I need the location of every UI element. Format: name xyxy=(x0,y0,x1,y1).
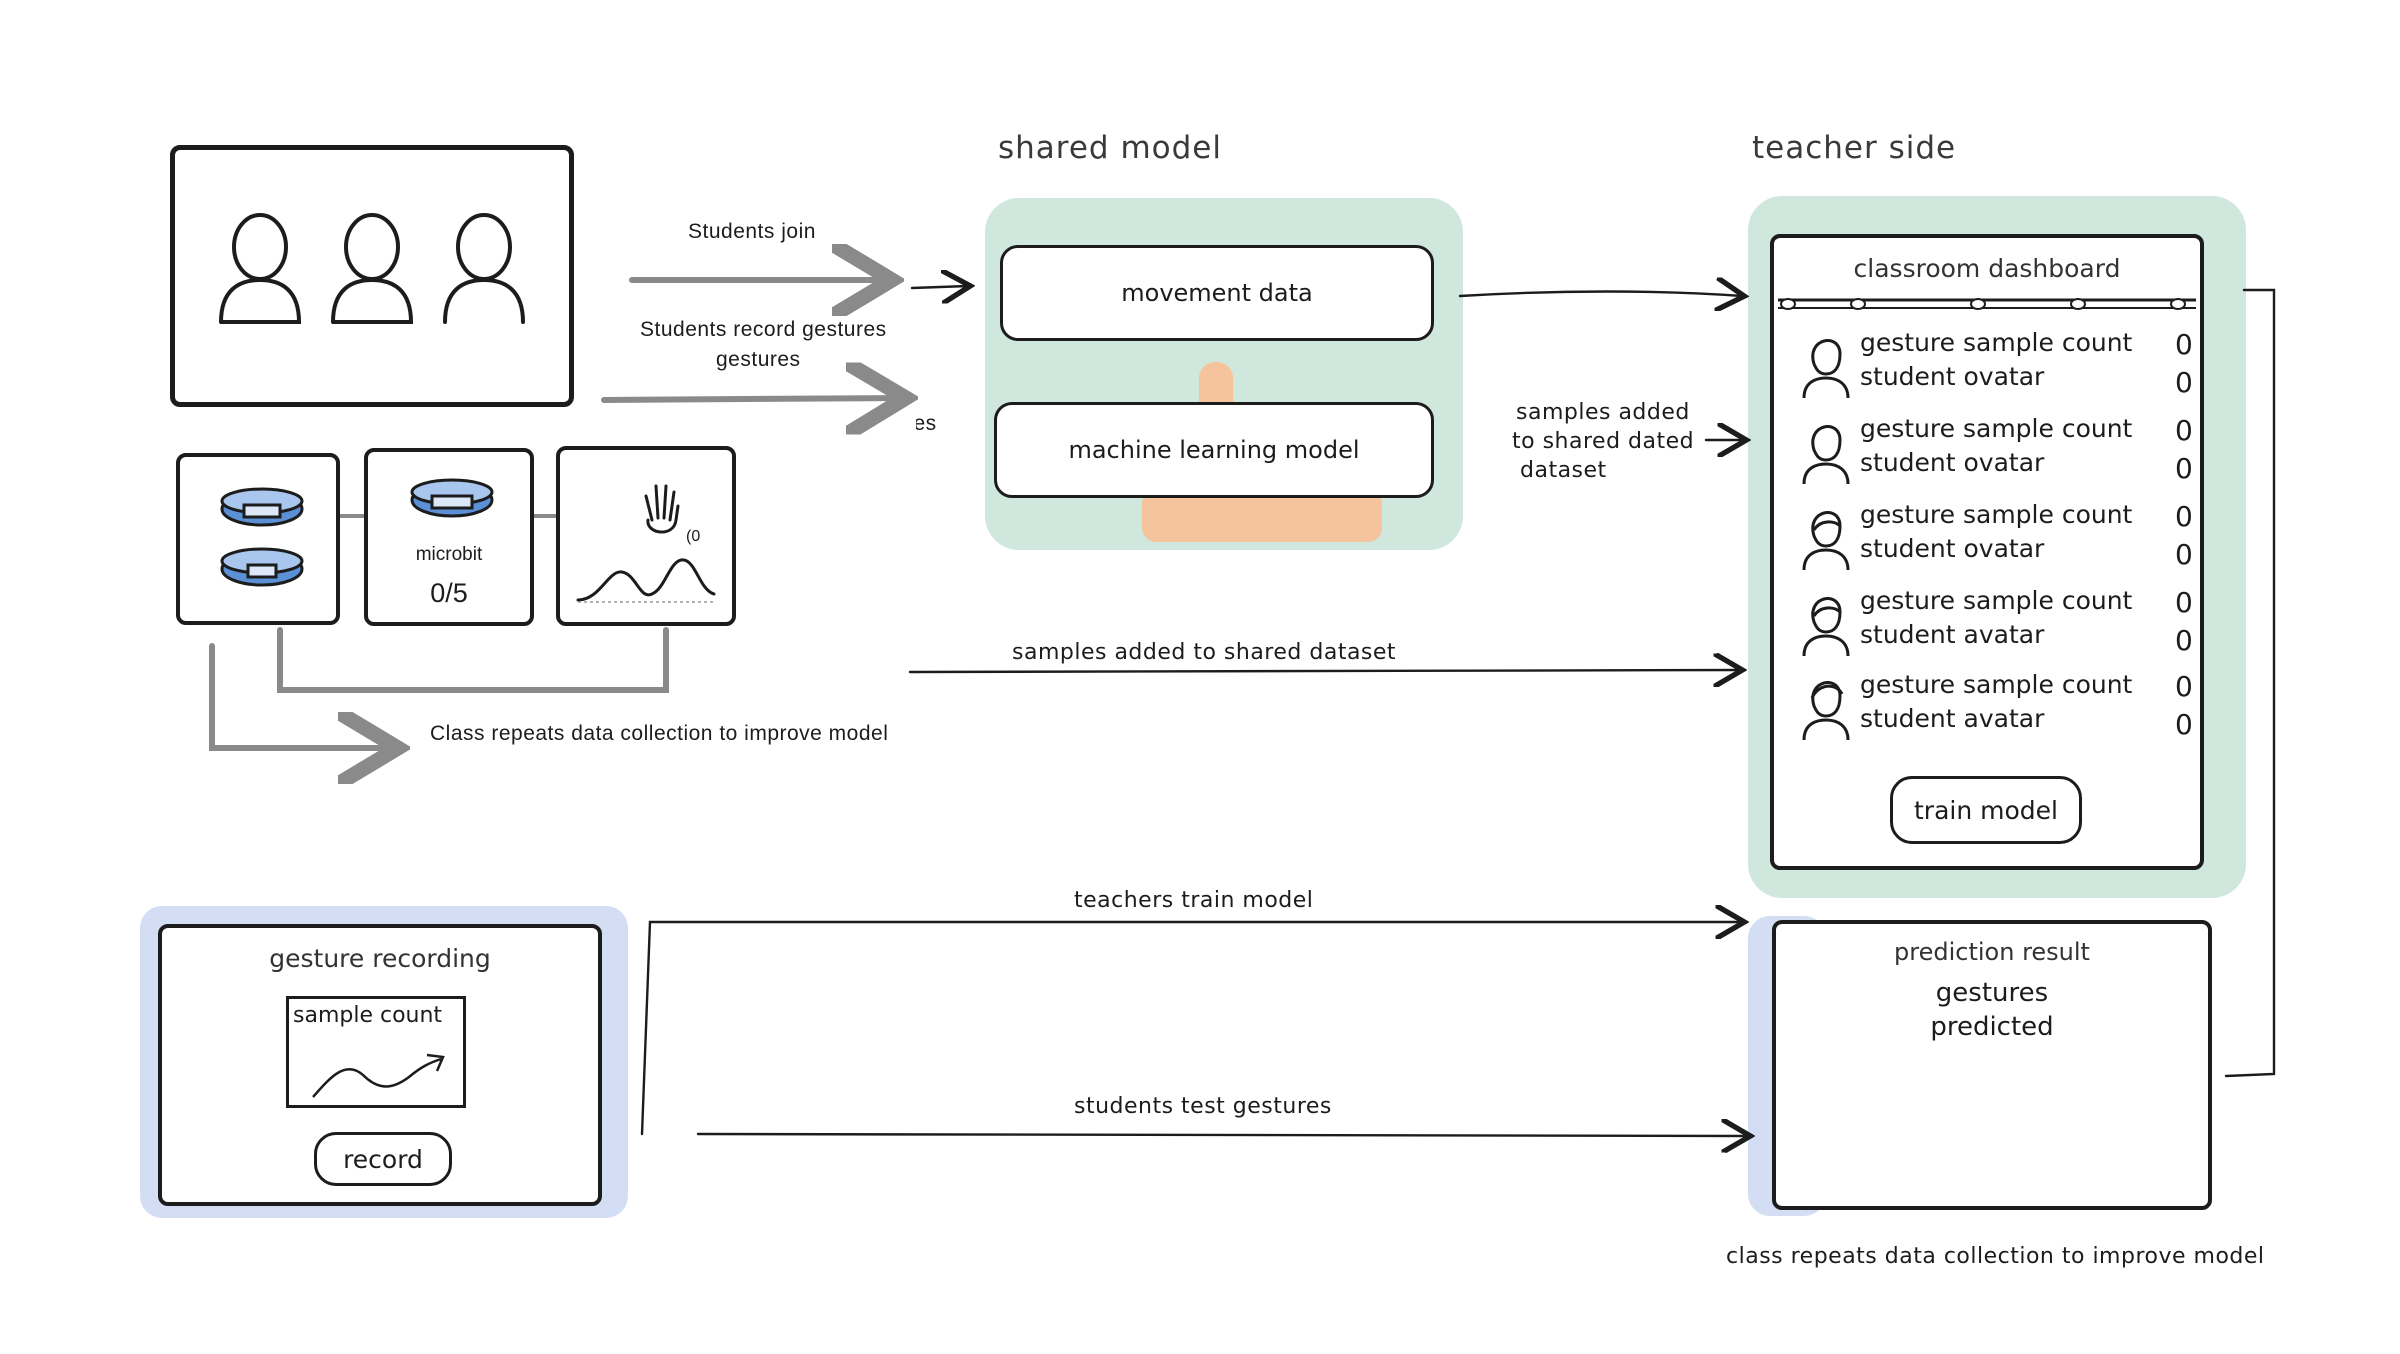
label-students-join: Students join xyxy=(688,220,816,243)
arrow-students-test xyxy=(696,1134,1748,1136)
connector-line-1 xyxy=(340,514,368,518)
prediction-result-box: prediction result gestures predicted xyxy=(1772,920,2212,1210)
signal-wave-line xyxy=(576,558,716,602)
orange-blob-large xyxy=(1142,490,1382,542)
label-samples-added-shared: samples added to shared dataset xyxy=(1012,640,1397,665)
row-value-2: 0 xyxy=(2175,538,2193,571)
row-line-2: student ovatar xyxy=(1860,448,2045,477)
arrow-teachers-train xyxy=(640,922,1742,1136)
row-value-2: 0 xyxy=(2175,452,2193,485)
label-teachers-train: teachers train model xyxy=(1074,888,1314,913)
row-value-1: 0 xyxy=(2175,414,2193,447)
prediction-line-2: predicted xyxy=(1930,1012,2054,1042)
label-samples-added-dated-3: dataset xyxy=(1520,458,1607,483)
arrow-samples-shared xyxy=(908,670,1740,672)
shared-model-header: shared model xyxy=(998,130,1222,166)
label-samples-added-dated-2: to shared dated xyxy=(1512,429,1695,454)
device-card-bands xyxy=(176,453,340,625)
label-samples-added-dated-1: samples added xyxy=(1516,400,1690,425)
connector-line-2 xyxy=(534,514,562,518)
label-class-repeats-left: Class repeats data collection to improve… xyxy=(430,722,889,745)
row-value-1: 0 xyxy=(2175,328,2193,361)
row-line-1: gesture sample count xyxy=(1860,328,2133,357)
sample-count-card: sample count xyxy=(286,996,466,1108)
avatar-icon xyxy=(1802,681,1850,741)
arrow-students-record xyxy=(601,398,900,400)
classroom-dashboard: classroom dashboard xyxy=(1770,234,2204,870)
row-line-1: gesture sample count xyxy=(1860,586,2133,615)
row-line-1: gesture sample count xyxy=(1860,414,2133,443)
avatar-icon xyxy=(1802,511,1850,571)
student-icon xyxy=(443,213,525,324)
gesture-recording-title: gesture recording xyxy=(269,944,491,973)
avatar-icon xyxy=(1802,425,1850,485)
label-cut-text: res xyxy=(906,412,937,435)
arrow-into-shared xyxy=(910,286,968,288)
arrow-repeat-left xyxy=(209,643,392,748)
hand-icon xyxy=(644,484,680,534)
student-row: gesture sample count student avatar 0 0 xyxy=(1790,584,2193,664)
wristband-icon-pair xyxy=(220,487,304,587)
students-group-box xyxy=(170,145,574,407)
arrow-movement-to-dashboard xyxy=(1458,292,1742,297)
avatar-icon xyxy=(1802,339,1850,399)
row-value-1: 0 xyxy=(2175,500,2193,533)
row-line-1: gesture sample count xyxy=(1860,500,2133,529)
students-icon-group xyxy=(219,213,525,324)
train-model-button[interactable]: train model xyxy=(1890,776,2082,844)
row-line-2: student ovatar xyxy=(1860,362,2045,391)
dashboard-rail xyxy=(1778,298,2196,310)
bracket-repeat xyxy=(277,627,669,693)
avatar-icon xyxy=(1802,597,1850,657)
dashboard-title: classroom dashboard xyxy=(1853,254,2121,283)
sample-progress: 0/5 xyxy=(430,578,468,608)
small-mark: (0 xyxy=(686,528,701,545)
gray-arrows xyxy=(209,280,900,748)
gesture-graph xyxy=(576,484,716,603)
sample-count-label: sample count xyxy=(293,1003,443,1028)
student-row: gesture sample count student ovatar 0 0 xyxy=(1790,412,2193,492)
row-value-2: 0 xyxy=(2175,624,2193,657)
record-button[interactable]: record xyxy=(314,1132,452,1186)
row-value-2: 0 xyxy=(2175,366,2193,399)
device-card-graph: (0 xyxy=(556,446,736,626)
ml-model-box: machine learning model xyxy=(994,402,1434,498)
row-line-2: student ovatar xyxy=(1860,534,2045,563)
microbit-label: microbit xyxy=(415,544,483,565)
row-line-1: gesture sample count xyxy=(1860,670,2133,699)
label-class-repeats-bottom: class repeats data collection to improve… xyxy=(1726,1244,2265,1269)
loop-right xyxy=(2224,288,2276,1078)
student-icon xyxy=(219,213,302,324)
row-line-2: student avatar xyxy=(1860,704,2045,733)
prediction-line-1: gestures xyxy=(1935,978,2049,1008)
row-value-2: 0 xyxy=(2175,708,2193,741)
device-card-microbit: microbit 0/5 xyxy=(364,448,534,626)
row-value-1: 0 xyxy=(2175,670,2193,703)
label-students-record-2: gestures xyxy=(716,348,801,371)
label-students-test: students test gestures xyxy=(1074,1094,1332,1119)
black-arrows xyxy=(640,286,2276,1136)
trend-line-icon xyxy=(312,1053,445,1098)
row-value-1: 0 xyxy=(2175,586,2193,619)
teacher-side-header: teacher side xyxy=(1752,130,1957,166)
student-row: gesture sample count student ovatar 0 0 xyxy=(1790,326,2193,406)
student-row: gesture sample count student ovatar 0 0 xyxy=(1790,498,2193,578)
movement-data-box: movement data xyxy=(1000,245,1434,341)
student-icon xyxy=(331,213,414,324)
label-students-record-1: Students record gestures xyxy=(640,318,887,341)
wristband-icon xyxy=(410,478,494,518)
gesture-recording-box: gesture recording sample count record xyxy=(158,924,602,1206)
row-line-2: student avatar xyxy=(1860,620,2045,649)
prediction-title: prediction result xyxy=(1894,938,2090,966)
student-row: gesture sample count student avatar 0 0 xyxy=(1790,668,2193,748)
